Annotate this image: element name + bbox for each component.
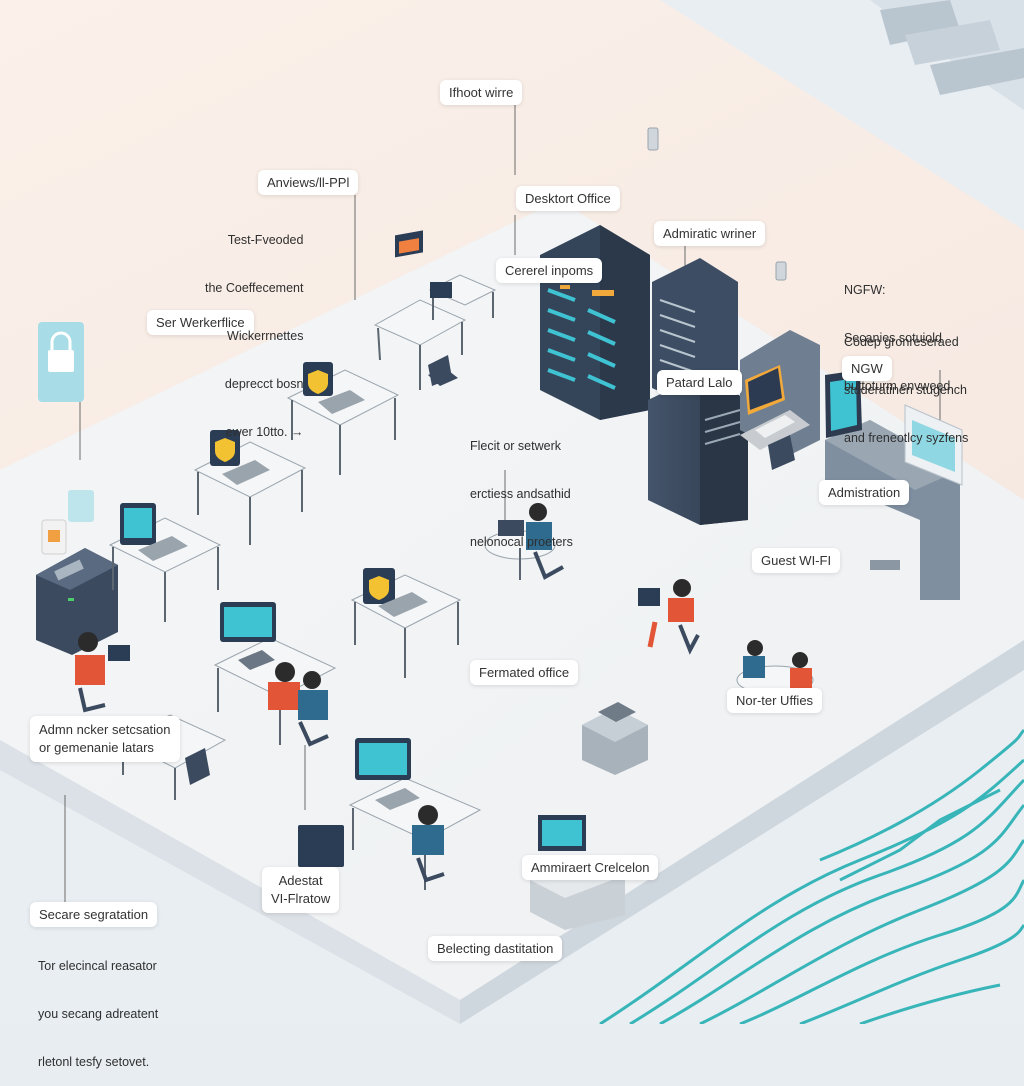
note-line: ewer 10tto. →	[225, 425, 304, 439]
label-adestat: Adestat VI-Flratow	[262, 867, 340, 913]
label-admin-secsation: Admn ncker setcsation or gemenanie latar…	[30, 716, 180, 762]
access-points	[647, 127, 787, 281]
admin-secsation-line: Admn ncker setcsation	[39, 722, 171, 737]
label-amminaert: Ammiraert Crelcelon	[522, 855, 659, 880]
label-ethernet: Ifhoot wirre	[440, 80, 523, 105]
note-line: Codep gronreseraed	[844, 335, 959, 349]
people-group	[736, 640, 814, 711]
label-belecting: Belecting dastitation	[428, 936, 563, 961]
wall-badge-icon	[41, 490, 94, 555]
server-rack	[540, 225, 650, 420]
label-cereral: Cererel inpoms	[496, 258, 603, 283]
chairs	[185, 355, 795, 785]
office-network-diagram	[0, 0, 1024, 1024]
note-line: Tor elecincal reasator	[38, 959, 157, 973]
stairs	[870, 0, 1024, 110]
label-noster-uffies: Nor-ter Uffies	[727, 688, 823, 713]
note-line: Test-Fveoded	[227, 233, 304, 247]
network-cables	[599, 728, 1024, 1024]
note-line: Wickerrnettes	[227, 329, 304, 343]
router	[582, 702, 648, 775]
label-desktop-office: Desktort Office	[516, 186, 620, 211]
note-line: nelonocal proeters	[470, 535, 573, 549]
note-line: the Coeffecement	[205, 281, 304, 295]
note-line: rletonl tesfy setovet.	[38, 1055, 150, 1069]
server-box	[36, 548, 118, 655]
adestat-line: VI-Flratow	[271, 891, 331, 906]
workstation	[350, 568, 462, 678]
person-laptop	[638, 579, 700, 655]
lab-workstation	[740, 330, 820, 455]
workstation	[108, 503, 222, 622]
person-desk	[268, 662, 329, 747]
label-ser-worker: Ser Werkerflice	[147, 310, 254, 335]
label-guest-wifi: Guest WI-FI	[752, 548, 841, 573]
workstation	[286, 362, 400, 475]
floor-edge-right	[460, 640, 1024, 1024]
floor-edge-left	[0, 740, 460, 1024]
note-bottom-left: Tor elecincal reasator you secang adreat…	[38, 926, 158, 1086]
lock-icon	[38, 322, 84, 402]
workstation	[348, 738, 482, 890]
note-flecit: Flecit or setwerk erctiess andsathid nel…	[470, 406, 573, 566]
note-line: and freneotlcy syzfens	[844, 431, 969, 445]
note-line: erctiess andsathid	[470, 487, 571, 501]
note-line: deprecct bosn	[224, 377, 304, 391]
label-fermated-office: Fermated office	[470, 660, 579, 685]
note-line: NGFW:	[844, 283, 886, 297]
administration-desk	[825, 370, 963, 600]
adestat-line: Adestat	[278, 873, 323, 888]
workstation	[193, 430, 307, 545]
note-line: buttoturm envweed	[844, 379, 951, 393]
person-laptop	[484, 503, 564, 580]
note-codep: Codep gronreseraed studeratinen stugench…	[844, 302, 968, 462]
label-ngw: NGW	[842, 356, 892, 381]
server-rack	[648, 375, 748, 525]
workstation	[428, 274, 497, 320]
label-administration: Admistration	[819, 480, 910, 505]
back-wall	[0, 0, 1024, 500]
note-line: studeratinen stugench	[844, 383, 968, 397]
person-desk	[75, 632, 130, 713]
label-admiratic: Admiratic wriner	[654, 221, 766, 246]
admin-secsation-line: or gemenanie latars	[39, 740, 154, 755]
note-left-top: Test-Fveoded the Coeffecement Wickerrnet…	[205, 200, 303, 456]
person-desk	[412, 805, 445, 883]
note-line: Secanies sotuiold	[844, 331, 942, 345]
note-line: Flecit or setwerk	[470, 439, 561, 453]
note-line: you secang adreatent	[38, 1007, 159, 1021]
label-secure-segmentation: Secare segratation	[30, 902, 158, 927]
label-anviews: Anviews/ll-PPl	[258, 170, 359, 195]
label-patard-lab: Patard Lalo	[657, 370, 742, 395]
monitor	[298, 825, 344, 867]
note-ngfw: NGFW: Secanies sotuiold buttoturm envwee…	[844, 250, 950, 410]
